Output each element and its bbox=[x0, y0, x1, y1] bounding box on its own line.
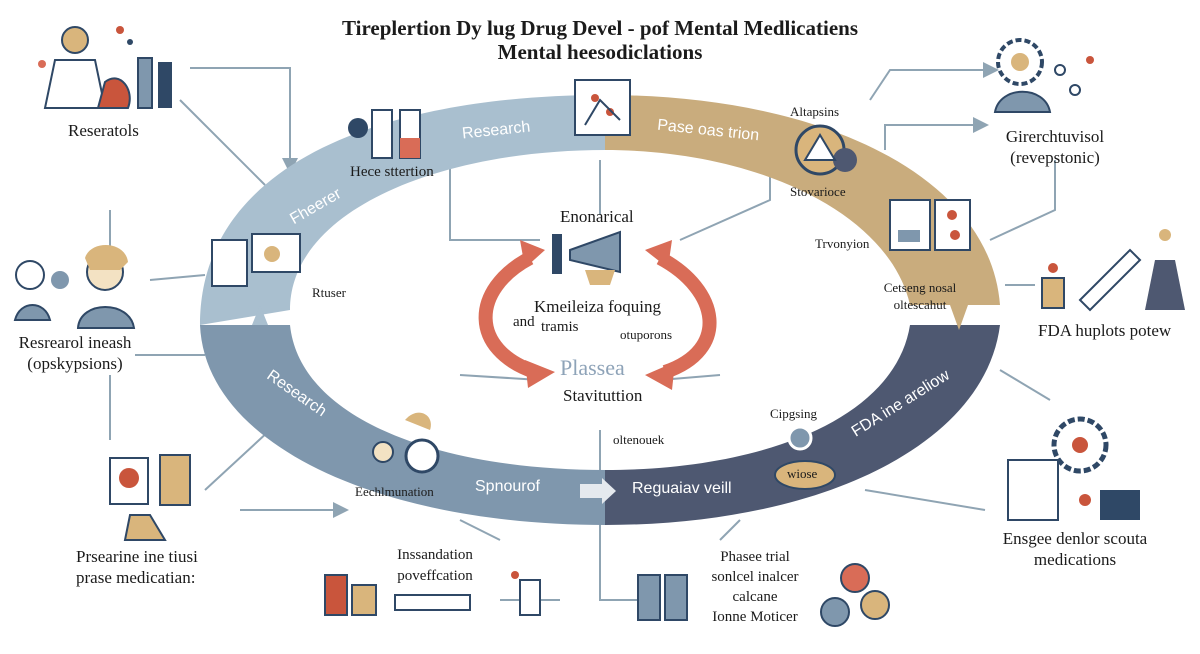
label-wiose: wiose bbox=[787, 466, 818, 481]
label-and: and bbox=[513, 314, 535, 330]
label-phase-trial-line1: Phasee trial bbox=[720, 549, 790, 565]
label-cipgsing: Cipgsing bbox=[770, 406, 817, 421]
label-oltenouek: oltenouek bbox=[613, 432, 665, 447]
vials-icon bbox=[348, 109, 421, 159]
label-phase-trial-line2: sonlcel inalcer bbox=[711, 569, 799, 585]
person-icon bbox=[368, 412, 440, 478]
left-board-icon bbox=[211, 233, 301, 287]
label-insandation-line1: Inssandation bbox=[397, 547, 473, 563]
label-ruser: Rtuser bbox=[312, 285, 346, 300]
ring-label-spnourof: Spnourof bbox=[475, 478, 540, 495]
regulatory-gear-icon bbox=[774, 425, 836, 490]
diagram-title: Tireplertion Dy lug Drug Devel - pof Men… bbox=[342, 16, 858, 40]
diagram-subtitle: Mental heesodiclations bbox=[497, 40, 703, 64]
label-cetseng-line2: oltescahut bbox=[893, 297, 947, 312]
label-fda-approval: FDA huplots potew bbox=[1038, 321, 1172, 340]
gear-icon bbox=[794, 124, 857, 176]
label-kmeileiza: Kmeileiza foquing bbox=[534, 297, 661, 316]
process-ring bbox=[200, 95, 1000, 525]
label-gerchet-line2: (revepstonic) bbox=[1010, 148, 1100, 167]
research-board-icon bbox=[574, 79, 631, 136]
label-stovarioce: Stovarioce bbox=[790, 184, 846, 199]
label-insandation-line2: poveffcation bbox=[397, 568, 473, 584]
label-stavituttion: Stavituttion bbox=[563, 386, 643, 405]
label-tramis: tramis bbox=[541, 319, 579, 335]
label-phase-trial-line4: Ionne Moticer bbox=[712, 609, 798, 625]
label-prescribing-line2: prase medicatian: bbox=[76, 568, 196, 587]
label-cetseng-line1: Cetseng nosal bbox=[883, 280, 957, 295]
cycle-arrows bbox=[478, 251, 717, 379]
label-tryonyion: Trvonyion bbox=[815, 236, 870, 251]
device-gear-icon bbox=[1007, 416, 1140, 521]
label-plasea: Plassea bbox=[560, 355, 625, 380]
label-researchers-line1: Resrearol ineash bbox=[18, 333, 132, 352]
label-hece: Hece sttertion bbox=[350, 164, 434, 180]
label-gerchet-line1: Girerchtuvisol bbox=[1005, 127, 1105, 146]
scientist-lab-icon bbox=[38, 26, 172, 109]
label-researchers-line2: (opskypsions) bbox=[27, 354, 123, 373]
fda-lab-icon bbox=[1041, 229, 1185, 312]
label-ensure-line2: medications bbox=[1033, 550, 1117, 569]
label-enonarical: Enonarical bbox=[560, 207, 634, 226]
label-altapsins: Altapsins bbox=[790, 104, 840, 119]
researchers-icon bbox=[13, 244, 136, 329]
ring-label-reguaiav: Reguaiav veill bbox=[632, 480, 732, 497]
trial-bottles-icon bbox=[637, 563, 890, 627]
label-echlmunation: Eechlmunation bbox=[355, 484, 434, 499]
gear-person-icon bbox=[993, 38, 1094, 113]
prescription-icon bbox=[109, 454, 191, 541]
bottles-icon bbox=[324, 571, 541, 616]
label-researchtols: Reseratols bbox=[68, 121, 139, 140]
label-otuporons: otuporons bbox=[620, 327, 672, 342]
label-ensure-line1: Ensgee denlor scouta bbox=[1002, 529, 1148, 548]
lab-panel-icon bbox=[889, 199, 971, 251]
megaphone-icon bbox=[552, 230, 621, 285]
label-phase-trial-line3: calcane bbox=[732, 589, 778, 605]
label-prescribing-line1: Prsearine ine tiusi bbox=[76, 547, 198, 566]
